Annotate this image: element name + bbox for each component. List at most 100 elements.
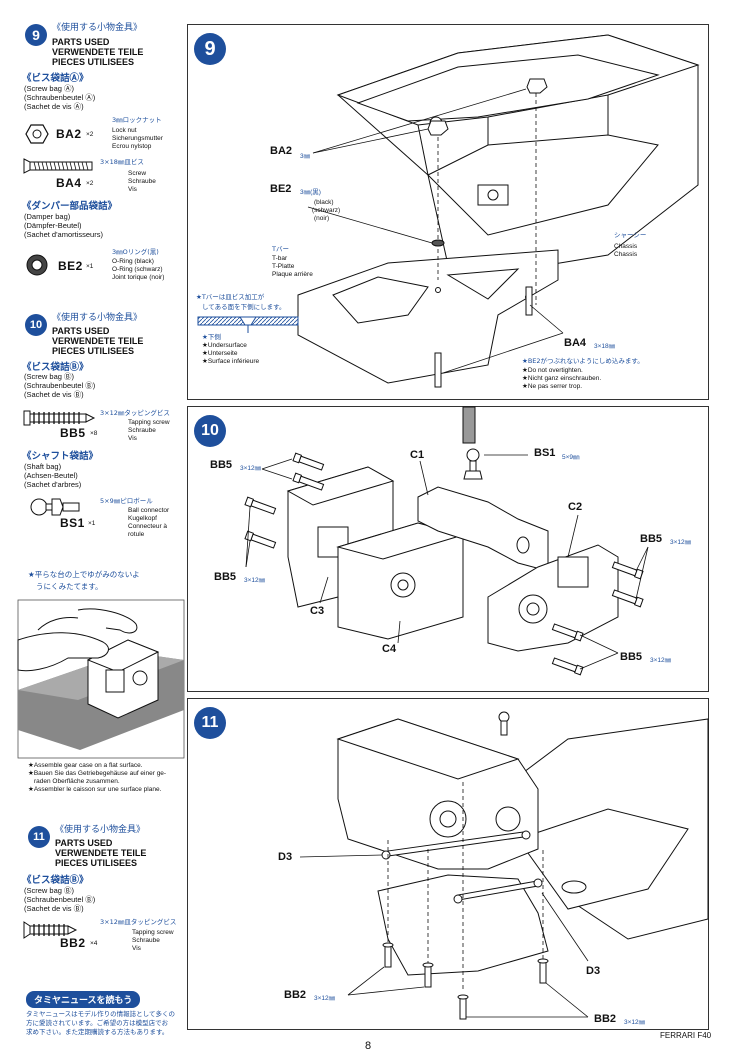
panel11-d3-label-upper: D3: [278, 851, 293, 863]
flat-screw-icon: [23, 158, 93, 174]
shaft-bag-fr: (Sachet d'arbres): [24, 480, 82, 489]
model-name: FERRARI F40: [660, 1031, 712, 1040]
bs1-de: Kugelkopf: [128, 515, 157, 522]
panel11-bb2-label-right: BB2: [594, 1013, 617, 1025]
chassis-en: Chassis: [614, 243, 638, 250]
ba4-de: Schraube: [128, 178, 156, 185]
under-en: ★Undersurface: [202, 342, 247, 349]
panel10-bb5-label-top: BB5: [210, 459, 233, 471]
be2-note-jp: ★BE2がつぶれないようにしめ込みます。: [522, 357, 644, 365]
bag-b-fr: (Sachet de vis Ⓑ): [24, 390, 84, 399]
step-10-header-de: VERWENDETE TEILE: [52, 336, 144, 346]
step-9-panel-badge: 9: [194, 33, 226, 65]
damper-bag-fr: (Sachet d'amortisseurs): [24, 230, 103, 239]
tamiya-news-badge: タミヤニュースを読もう: [26, 991, 141, 1008]
tbar-fr: Plaque arrière: [272, 271, 313, 278]
tamiya-news-line-2: 方に愛読されています。ご希望の方は模型店でお: [26, 1019, 169, 1027]
damper-bag-de: (Dämpfer-Beutel): [24, 221, 82, 230]
bs1-fr2: rotule: [128, 531, 145, 538]
bb2-jp: 3×12㎜皿タッピングビス: [100, 918, 177, 926]
bag-a-en: (Screw bag Ⓐ): [24, 84, 75, 93]
ba2-code: BA2: [56, 127, 82, 141]
panel10-bb5-dim-top: 3×12㎜: [240, 465, 262, 472]
bb2-de: Schraube: [132, 937, 160, 944]
panel10-bs1-dim: 5×9㎜: [562, 454, 580, 461]
panel11-bb2-dim-right: 3×12㎜: [624, 1019, 646, 1026]
chassis-jp: シャーシー: [614, 231, 647, 239]
panel10-bb5-dim-bottom: 3×12㎜: [650, 657, 672, 664]
damper-bag-en: (Damper bag): [24, 212, 71, 221]
bb5-fr: Vis: [128, 435, 137, 442]
ba2-de: Sicherungsmutter: [112, 135, 163, 142]
step-9-badge: 9: [25, 24, 47, 46]
gear-case-exploded-drawing: [244, 406, 649, 676]
step-10-header-en: PARTS USED: [52, 326, 110, 336]
chassis-de: Chassis: [614, 251, 638, 258]
bs1-en: Ball connector: [128, 507, 170, 514]
ba4-jp: 3×18㎜皿ビス: [100, 158, 144, 166]
bag-a-de: (Schraubenbeutel Ⓐ): [24, 93, 96, 102]
page-number: 8: [365, 1040, 372, 1052]
bb5-qty: ×8: [90, 430, 98, 437]
tbar-de: T-Platte: [272, 263, 295, 270]
chassis-drawing: [297, 34, 700, 388]
be2-note-en: ★Do not overtighten.: [522, 367, 583, 374]
tbar-en: T-bar: [272, 255, 288, 262]
panel9-be2-label: BE2: [270, 183, 292, 195]
shaft-bag-de: (Achsen-Beutel): [24, 471, 78, 480]
be2-de: O-Ring (schwarz): [112, 266, 163, 273]
bag-a-fr: (Sachet de vis Ⓐ): [24, 102, 84, 111]
be2-code: BE2: [58, 259, 83, 273]
panel10-bb5-label-right: BB5: [640, 533, 663, 545]
panel10-c4-label: C4: [382, 643, 397, 655]
step-10-panel: 10: [187, 406, 709, 692]
flat-surface-note-jp-1: ★平らな台の上でゆがみのないよ: [28, 570, 140, 579]
be2-qty: ×1: [86, 263, 94, 270]
countersink-diagram: [197, 316, 299, 333]
under-fr: ★Surface inférieure: [202, 358, 260, 365]
step-11-panel: 11: [187, 698, 709, 1030]
bs1-jp: 5×9㎜ピロボール: [100, 497, 153, 505]
ba4-en: Screw: [128, 170, 147, 177]
ball-connector-icon: [30, 498, 80, 516]
tbar-note-jp-2: してある面を下側にします。: [202, 303, 286, 311]
step-11-panel-badge: 11: [194, 707, 226, 739]
lock-nut-icon: [25, 124, 49, 144]
hand-assembly-illustration: [17, 599, 185, 759]
flat-surface-note-jp-2: うにくみたてます。: [36, 582, 103, 591]
step-9-header-en: PARTS USED: [52, 37, 110, 47]
gear-case-mount-drawing: [299, 711, 709, 1020]
bag-a-title: 《ビス袋詰Ⓐ》: [22, 73, 89, 84]
step-11-bag-b-en: (Screw bag Ⓑ): [24, 886, 75, 895]
panel10-c3-label: C3: [310, 605, 325, 617]
step-10-badge: 10: [25, 314, 47, 336]
flat-surface-note-de-2: raden Oberfläche zusammen.: [34, 778, 120, 785]
ba2-en: Lock nut: [112, 127, 137, 134]
ba2-jp: 3㎜ロックナット: [112, 116, 162, 124]
bb5-en: Tapping screw: [128, 419, 170, 426]
bb2-code: BB2: [60, 936, 86, 950]
panel10-bb5-dim-right: 3×12㎜: [670, 539, 692, 546]
step-11-header-en: PARTS USED: [55, 838, 113, 848]
shaft-bag-title: 《シャフト袋詰》: [22, 451, 99, 462]
tbar-jp: Tバー: [272, 245, 289, 253]
panel10-bb5-label-left: BB5: [214, 571, 237, 583]
bb2-en: Tapping screw: [132, 929, 174, 936]
ba4-code: BA4: [56, 176, 82, 190]
step-9-header-fr: PIECES UTILISEES: [52, 57, 135, 67]
bag-b-en: (Screw bag Ⓑ): [24, 372, 75, 381]
panel9-be2-de: (schwarz): [312, 207, 341, 214]
step-9-panel: 9: [187, 24, 709, 400]
step-11-bag-b-title: 《ビス袋詰Ⓑ》: [22, 875, 89, 886]
step-11-badge: 11: [28, 826, 50, 848]
be2-note-fr: ★Ne pas serrer trop.: [522, 383, 583, 390]
flat-surface-note-fr: ★Assembler le caisson sur une surface pl…: [28, 786, 162, 793]
panel10-bb5-label-bottom: BB5: [620, 651, 643, 663]
bs1-code: BS1: [60, 516, 85, 530]
be2-en: O-Ring (black): [112, 258, 154, 265]
under-de: ★Unterseite: [202, 350, 238, 357]
be2-note-de: ★Nicht ganz einschrauben.: [522, 375, 602, 382]
o-ring-icon: [26, 254, 48, 276]
bs1-fr1: Connecteur à: [128, 523, 168, 530]
flat-tapping-screw-icon: [23, 921, 78, 939]
